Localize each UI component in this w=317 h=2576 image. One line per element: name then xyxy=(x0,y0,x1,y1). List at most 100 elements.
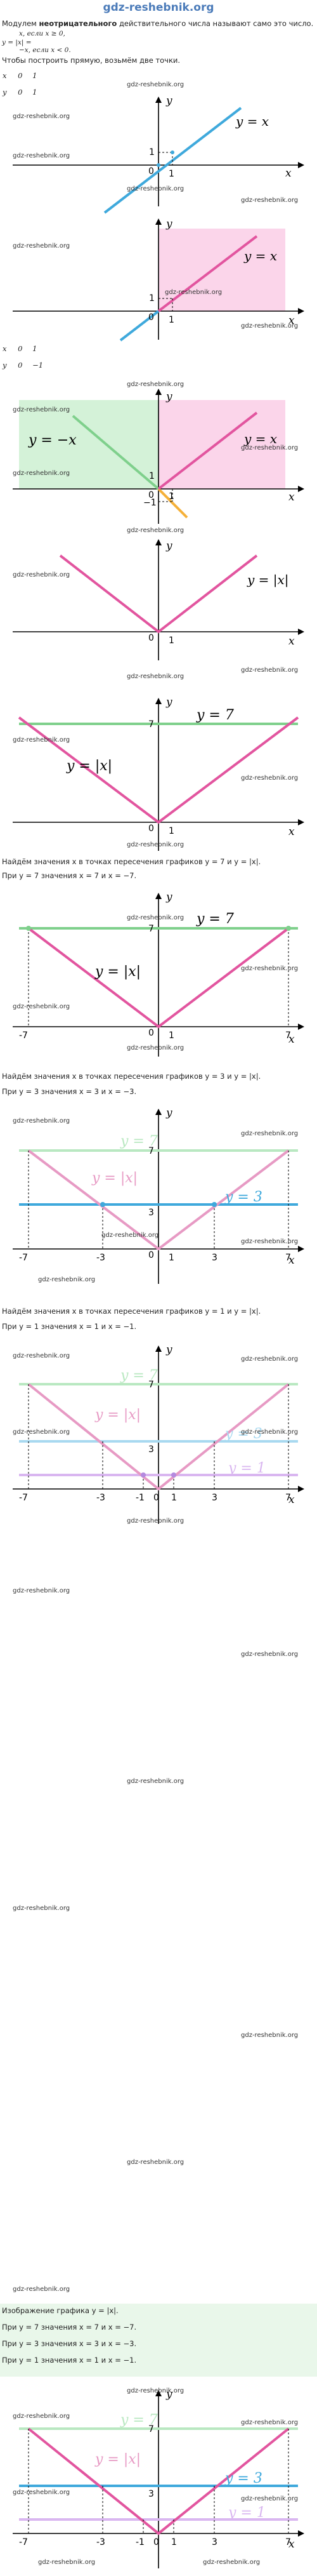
y-label: y xyxy=(165,696,172,709)
watermark: gdz-reshebnik.org xyxy=(241,197,299,204)
y-axis-arrow xyxy=(155,1109,162,1115)
watermark: gdz-reshebnik.org xyxy=(13,406,70,413)
tick-x-minus-7: -7 xyxy=(19,1493,28,1503)
func-abs-label: y = |x| xyxy=(91,1170,138,1186)
watermark: gdz-reshebnik.org xyxy=(241,1429,299,1436)
watermark: gdz-reshebnik.org xyxy=(127,914,184,921)
tick-x-minus-7: -7 xyxy=(19,2537,28,2547)
tick-x-1: 1 xyxy=(171,1493,177,1503)
tick-origin: 0 xyxy=(148,633,154,643)
func-label: y = x xyxy=(243,248,277,264)
line-y-eq-minus-x-continuation xyxy=(157,488,188,519)
tick-y-1: 1 xyxy=(149,293,155,304)
y-label: y xyxy=(165,1107,172,1119)
watermark: gdz-reshebnik.org xyxy=(13,2489,70,2496)
tick-origin: 0 xyxy=(148,312,154,323)
intersection-right xyxy=(286,926,291,931)
tick-x-7: 7 xyxy=(285,1031,291,1041)
func-one-label: y = 1 xyxy=(228,1460,266,1476)
tick-x-1: 1 xyxy=(169,1253,174,1263)
y-label: y xyxy=(165,540,172,552)
tick-origin: 0 xyxy=(148,166,154,177)
y-label: y xyxy=(165,2388,172,2401)
watermark: gdz-reshebnik.org xyxy=(13,1587,70,1594)
func-seven-label: y = 7 xyxy=(120,2412,158,2428)
watermark: gdz-reshebnik.org xyxy=(241,2032,299,2039)
tick-x-1: 1 xyxy=(169,636,174,646)
intro-table-2-x: x 0 1 xyxy=(3,344,37,353)
watermark: gdz-reshebnik.org xyxy=(127,673,184,680)
summary-1: При y = 1 значения x = 1 и x = −1. xyxy=(2,2356,137,2365)
table1-x-label: x xyxy=(3,71,7,80)
line-abs-x xyxy=(27,927,290,1029)
site-title[interactable]: gdz-reshebnik.org xyxy=(103,1,214,14)
watermark: gdz-reshebnik.org xyxy=(13,737,70,744)
x-label: x xyxy=(288,314,295,327)
func-seven-label: y = 7 xyxy=(120,1133,158,1149)
summary-title: Изображение графика y = |x|. xyxy=(2,2306,119,2315)
x-axis-arrow xyxy=(298,486,304,492)
watermark: gdz-reshebnik.org xyxy=(13,1003,70,1010)
watermark: gdz-reshebnik.org xyxy=(127,185,184,192)
tick-y-7: 7 xyxy=(148,719,154,730)
func-label: y = |x| xyxy=(247,572,289,588)
watermark: gdz-reshebnik.org xyxy=(13,470,70,477)
tick-x-1: 1 xyxy=(169,826,174,836)
tick-x-minus-7: -7 xyxy=(19,1253,28,1263)
watermark: gdz-reshebnik.org xyxy=(127,527,184,534)
watermark: gdz-reshebnik.org xyxy=(13,243,70,250)
tick-origin: 0 xyxy=(148,824,154,834)
watermark: gdz-reshebnik.org xyxy=(241,667,299,674)
watermark: gdz-reshebnik.org xyxy=(101,1232,159,1239)
watermark: gdz-reshebnik.org xyxy=(13,1429,70,1436)
watermark: gdz-reshebnik.org xyxy=(13,113,70,120)
region-negative xyxy=(19,400,158,489)
line-y-eq-minus-x xyxy=(72,415,160,490)
tick-origin: 0 xyxy=(148,1028,154,1038)
x-label: x xyxy=(288,635,295,648)
y-label: y xyxy=(165,891,172,904)
find-3-title: Найдём значения x в точках пересечения г… xyxy=(2,1072,261,1081)
watermark: gdz-reshebnik.org xyxy=(241,323,299,330)
graph-intersect-3-svg: y = |x| y = 7 y = 3 x y 7 3 -7 -3 3 7 1 … xyxy=(13,1107,304,1284)
tick-x-1: 1 xyxy=(169,169,174,179)
intro-table-1-y: y 0 1 xyxy=(3,88,37,97)
y-axis-arrow xyxy=(155,218,162,225)
watermark: gdz-reshebnik.org xyxy=(241,775,299,782)
watermark: gdz-reshebnik.org xyxy=(241,2419,299,2426)
region-positive xyxy=(158,229,285,311)
tick-y-3: 3 xyxy=(148,2489,154,2499)
y-axis-arrow xyxy=(155,698,162,704)
tick-x-7: 7 xyxy=(285,2537,291,2547)
func-seven-label: y = 7 xyxy=(196,911,234,927)
x-label: x xyxy=(285,167,292,180)
tick-origin: 0 xyxy=(148,490,154,500)
intersection-right xyxy=(171,1472,176,1478)
intro-table-1-x: x 0 1 xyxy=(3,71,37,80)
x-axis-arrow xyxy=(298,162,304,168)
tick-x-3: 3 xyxy=(212,1493,217,1503)
intro-definition-bold: неотрицательного xyxy=(39,19,117,28)
table2-x-1: 1 xyxy=(32,344,37,353)
watermark: gdz-reshebnik.org xyxy=(241,965,299,972)
tick-y-3: 3 xyxy=(148,1208,154,1218)
watermark: gdz-reshebnik.org xyxy=(241,444,299,451)
tick-x-7: 7 xyxy=(285,1253,291,1263)
table1-y-1: 1 xyxy=(32,88,37,97)
tick-x-3: 3 xyxy=(212,2537,217,2547)
tick-x-1: 1 xyxy=(169,1031,174,1041)
line-abs-x xyxy=(27,2427,290,2535)
func-three-label: y = 3 xyxy=(224,2471,262,2486)
table1-x-1: 1 xyxy=(32,71,37,80)
func-neg-label: y = −x xyxy=(28,432,77,448)
table1-y-label: y xyxy=(3,88,7,97)
watermark: gdz-reshebnik.org xyxy=(127,1044,184,1051)
graph-y-eq-minus-x-svg: y = −x y = x x y 1 1 −1 0 xyxy=(13,389,304,524)
y-label: y xyxy=(165,218,172,230)
graph-y-eq-x: y = x x y 1 1 0 xyxy=(0,95,317,216)
graph-intersect-7: y = |x| y = 7 x y 7 -7 7 1 0 xyxy=(0,884,317,1062)
watermark: gdz-reshebnik.org xyxy=(165,289,223,296)
tick-y-7: 7 xyxy=(148,924,154,934)
watermark: gdz-reshebnik.org xyxy=(241,1356,299,1363)
